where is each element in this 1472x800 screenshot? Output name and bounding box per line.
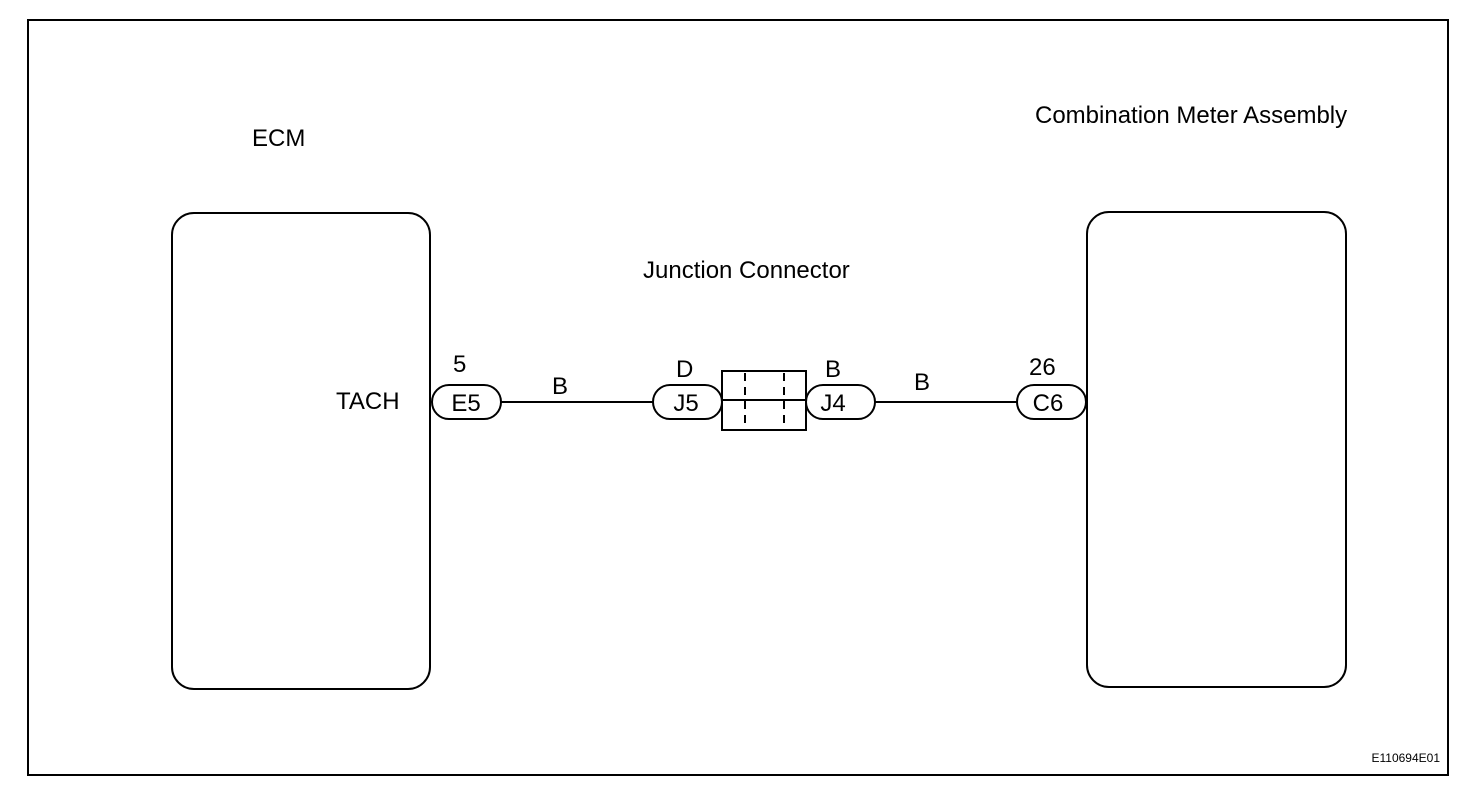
connector-code: E5	[451, 390, 480, 417]
connector-code: J5	[673, 390, 698, 417]
junction-block	[721, 370, 807, 431]
connector-pin-number: 26	[1029, 354, 1056, 381]
connector-e5	[431, 384, 502, 420]
connector-pin-number: 5	[453, 351, 466, 378]
combination-meter-box	[1086, 211, 1347, 688]
wire-color-code: B	[552, 373, 568, 400]
connector-pin-number: D	[676, 356, 693, 383]
ecm-box	[171, 212, 431, 690]
connector-pin-number: B	[825, 356, 841, 383]
junction-connector-label: Junction Connector	[643, 257, 850, 284]
connector-code: C6	[1033, 390, 1064, 417]
figure-code: E110694E01	[1371, 751, 1440, 765]
connector-c6	[1016, 384, 1087, 420]
ecm-label: ECM	[252, 125, 305, 152]
connector-code: J4	[820, 390, 845, 417]
wire-color-code: B	[914, 369, 930, 396]
tach-signal-label: TACH	[336, 388, 400, 415]
diagram-frame	[27, 19, 1449, 776]
connector-j4	[805, 384, 876, 420]
combination-meter-label: Combination Meter Assembly	[1035, 102, 1347, 129]
